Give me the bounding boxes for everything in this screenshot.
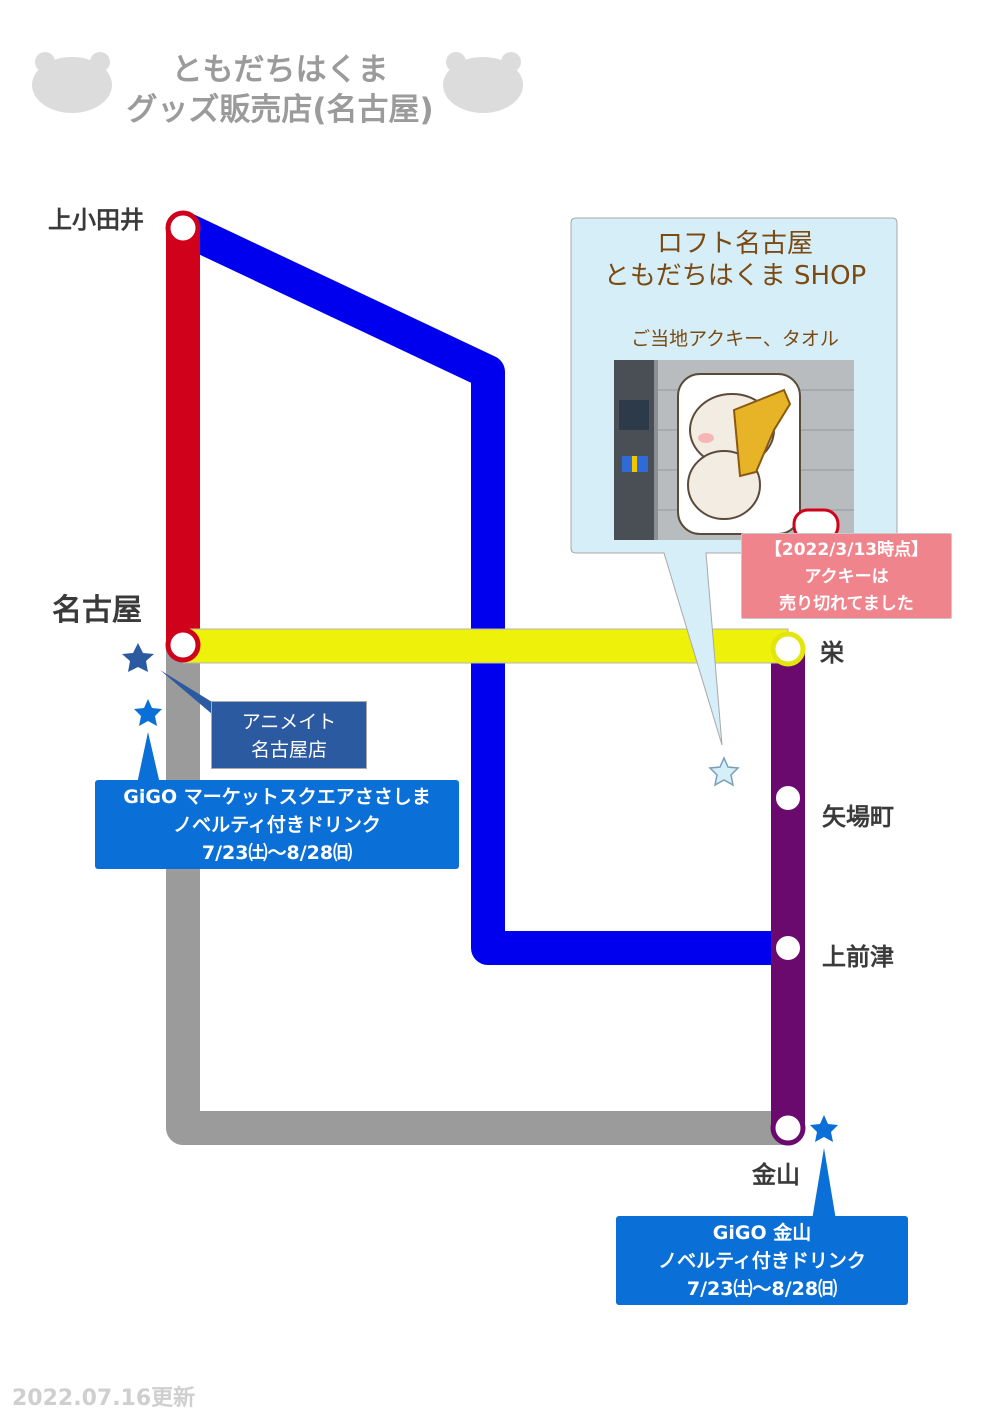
loft-shop-name-line2: ともだちはくま SHOP (603, 261, 867, 291)
station-label-nagoya: 名古屋 (52, 593, 142, 628)
station-label-kamiotai: 上小田井 (48, 206, 144, 234)
station-kamimaezu-icon (772, 932, 804, 964)
station-kamiotai-icon (165, 210, 201, 246)
gigo-sasashima-callout-pointer (137, 732, 160, 784)
bear-silhouette-icon (32, 52, 112, 113)
gigo-sasashima-line3: 7/23㈯〜8/28㈰ (201, 842, 353, 864)
loft-shop-items: ご当地アクキー、タオル (631, 328, 839, 350)
sold-out-note-line2: アクキーは (804, 567, 889, 587)
sold-out-note-line3: 売り切れてました (779, 594, 914, 614)
gigo-kanayama-line2: ノベルティ付きドリンク (658, 1250, 866, 1272)
sold-out-note-line1: 【2022/3/13時点】 (764, 540, 929, 560)
animate-callout-pointer (160, 670, 212, 714)
star-icon (134, 699, 162, 726)
star-icon (122, 643, 154, 672)
gigo-kanayama-line1: GiGO 金山 (712, 1222, 812, 1244)
page-title: ともだちはくま グッズ販売店(名古屋) (110, 50, 450, 130)
gigo-sasashima-line2: ノベルティ付きドリンク (173, 814, 381, 836)
station-nagoya-icon (165, 627, 201, 663)
page-title-line1: ともだちはくま (171, 52, 389, 88)
gigo-kanayama-callout-pointer (812, 1148, 836, 1220)
gigo-kanayama-callout: GiGO 金山 ノベルティ付きドリンク 7/23㈯〜8/28㈰ (616, 1216, 908, 1305)
star-icon (708, 756, 740, 787)
sold-out-note: 【2022/3/13時点】 アクキーは 売り切れてました (741, 533, 952, 619)
updated-date: 2022.07.16更新 (12, 1386, 196, 1411)
gigo-kanayama-line3: 7/23㈯〜8/28㈰ (686, 1278, 838, 1300)
loft-shop-name-line1: ロフト名古屋 (656, 229, 813, 259)
station-label-yabacho: 矢場町 (822, 803, 894, 831)
gigo-sasashima-callout: GiGO マーケットスクエアささしま ノベルティ付きドリンク 7/23㈯〜8/2… (95, 780, 459, 869)
animate-callout: アニメイト 名古屋店 (211, 701, 367, 769)
star-icon (810, 1115, 838, 1142)
station-kanayama-icon (770, 1110, 806, 1146)
station-sakae-icon (770, 631, 806, 667)
animate-callout-line1: アニメイト (241, 711, 337, 733)
station-label-kamimaezu: 上前津 (822, 943, 894, 971)
product-photo (614, 360, 854, 540)
gigo-sasashima-line1: GiGO マーケットスクエアささしま (123, 786, 431, 808)
page-title-line2: グッズ販売店(名古屋) (126, 92, 434, 128)
station-label-sakae: 栄 (820, 639, 844, 667)
bear-silhouette-icon (443, 52, 523, 113)
animate-callout-line2: 名古屋店 (250, 739, 327, 761)
station-label-kanayama: 金山 (752, 1161, 800, 1189)
station-yabacho-icon (772, 782, 804, 814)
